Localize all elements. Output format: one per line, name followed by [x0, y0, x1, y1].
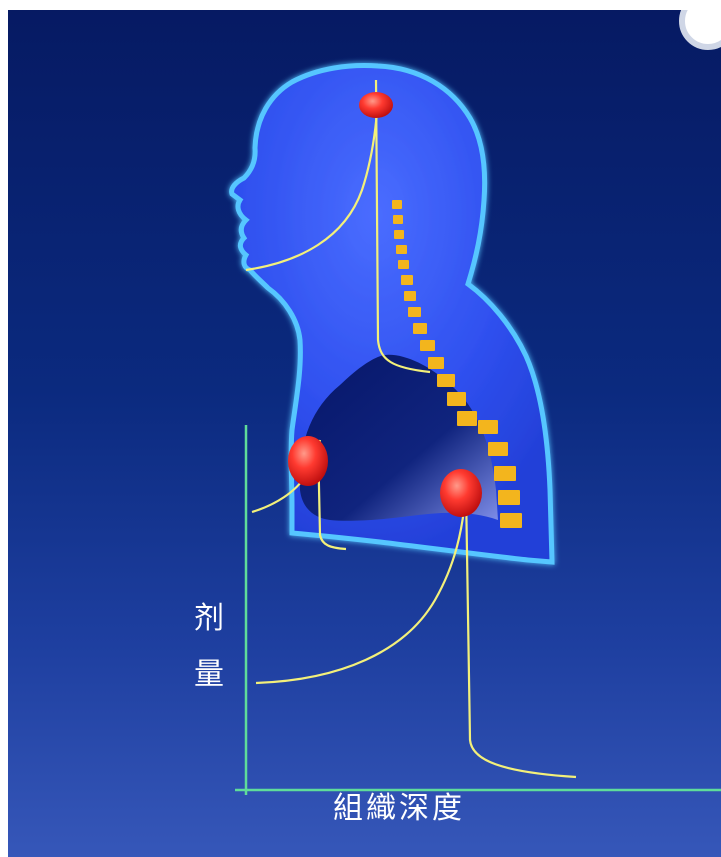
vertebra — [392, 200, 402, 209]
vertebra — [420, 340, 435, 351]
vertebra — [398, 260, 409, 269]
vertebra — [457, 411, 477, 426]
y-axis-label-char-2: 量 — [194, 660, 224, 690]
vertebra — [488, 442, 508, 456]
vertebra — [447, 392, 466, 406]
vertebra — [401, 275, 413, 285]
vertebra — [404, 291, 416, 301]
vertebra — [498, 490, 520, 505]
y-axis-label-char-1: 剂 — [194, 604, 224, 634]
left-chest-organ-icon — [288, 436, 328, 486]
head-organ-icon — [359, 92, 393, 118]
vertebra — [500, 513, 522, 528]
x-axis-label: 組織深度 — [333, 794, 465, 824]
vertebra — [393, 215, 403, 224]
vertebra — [394, 230, 404, 239]
vertebra — [494, 466, 516, 481]
slide-background: 剂 量 組織深度 — [8, 10, 721, 857]
vertebra — [413, 323, 427, 334]
anatomy-diagram — [8, 10, 721, 857]
vertebra — [478, 420, 498, 434]
vertebra — [396, 245, 407, 254]
right-chest-organ-icon — [440, 469, 482, 517]
vertebra — [437, 374, 455, 387]
vertebra — [408, 307, 421, 317]
vertebra — [428, 357, 444, 369]
